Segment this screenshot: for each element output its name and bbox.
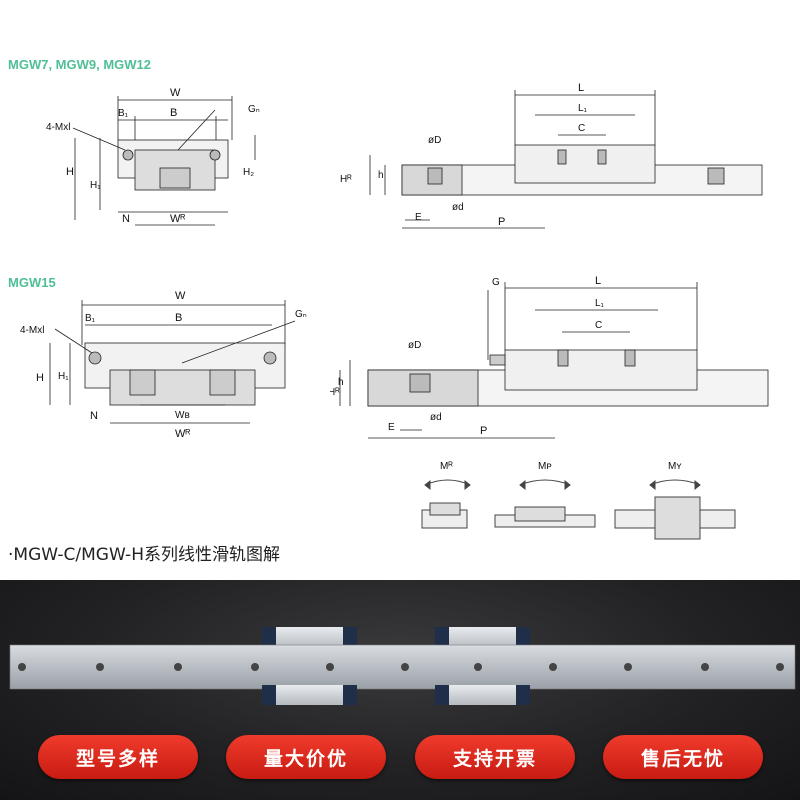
- badge-invoice: 支持开票: [415, 735, 575, 779]
- dim-gn-large: Gₙ: [295, 309, 307, 320]
- dim-h-large: H: [36, 372, 44, 384]
- dim-e: E: [415, 212, 422, 223]
- dim-e-large: E: [388, 422, 395, 433]
- dim-w-large: W: [175, 290, 186, 302]
- dim-wr-large: Wᴿ: [175, 428, 190, 440]
- diagram-caption: ·MGW-C/MGW-H系列线性滑轨图解: [8, 545, 280, 565]
- dim-b1: B₁: [118, 108, 129, 119]
- dim-b1-large: B₁: [85, 313, 96, 324]
- dim-hr-large: Hᴿ: [330, 387, 340, 398]
- moment-my: Mʏ: [668, 461, 682, 472]
- dim-h1-large: H₁: [58, 371, 69, 382]
- dim-h: H: [66, 166, 74, 178]
- dim-p: P: [498, 216, 505, 228]
- dim-g: G: [492, 277, 500, 288]
- dim-l: L: [578, 82, 584, 94]
- section-title-mgw7-9-12: MGW7, MGW9, MGW12: [8, 57, 151, 72]
- dim-l-large: L: [595, 275, 601, 287]
- dim-4mxl: 4-Mxl: [46, 122, 70, 133]
- front-view-small: W B₁ B Gₙ 4-Mxl H H₁ H₂ N Wᴿ: [46, 87, 260, 226]
- dim-h-small: h: [378, 170, 384, 181]
- linear-rail-image: [9, 627, 796, 705]
- dim-c-large: C: [595, 320, 602, 331]
- section-title-mgw15: MGW15: [8, 275, 56, 290]
- moment-mr: Mᴿ: [440, 461, 453, 472]
- badge-models: 型号多样: [38, 735, 198, 779]
- dim-od: øD: [428, 135, 441, 146]
- dim-od-small: ød: [452, 202, 464, 213]
- dim-c: C: [578, 123, 585, 134]
- dim-n-large: N: [90, 410, 98, 422]
- moment-diagrams: Mᴿ Mᴘ Mʏ: [421, 461, 736, 540]
- side-view-small: L L₁ C øD h Hᴿ E ød P: [340, 82, 763, 229]
- dim-l1: L₁: [578, 103, 588, 114]
- dim-b-large: B: [175, 312, 182, 324]
- dim-gn: Gₙ: [248, 104, 260, 115]
- dim-h2: H₂: [243, 167, 254, 178]
- dim-h1: H₁: [90, 180, 101, 191]
- badge-price: 量大价优: [226, 735, 386, 779]
- dim-p-large: P: [480, 425, 487, 437]
- front-view-large: W B₁ B Gₙ 4-Mxl H H₁ N Wʙ Wᴿ: [20, 290, 307, 440]
- dim-od-small-large: ød: [430, 412, 442, 423]
- dim-od-large: øD: [408, 340, 421, 351]
- dim-h-small-large: h: [338, 377, 344, 388]
- dim-l1-large: L₁: [595, 298, 605, 309]
- dim-hr: Hᴿ: [340, 174, 352, 185]
- moment-mp: Mᴘ: [538, 461, 552, 472]
- dim-wb: Wʙ: [175, 410, 190, 421]
- dim-w: W: [170, 87, 181, 99]
- dim-wr: Wᴿ: [170, 213, 185, 225]
- dim-n: N: [122, 213, 130, 225]
- badge-aftersales: 售后无忧: [603, 735, 763, 779]
- dim-b: B: [170, 107, 177, 119]
- side-view-large: G L L₁ C øD h Hᴿ E ød P: [330, 275, 769, 439]
- dim-4mxl-large: 4-Mxl: [20, 325, 44, 336]
